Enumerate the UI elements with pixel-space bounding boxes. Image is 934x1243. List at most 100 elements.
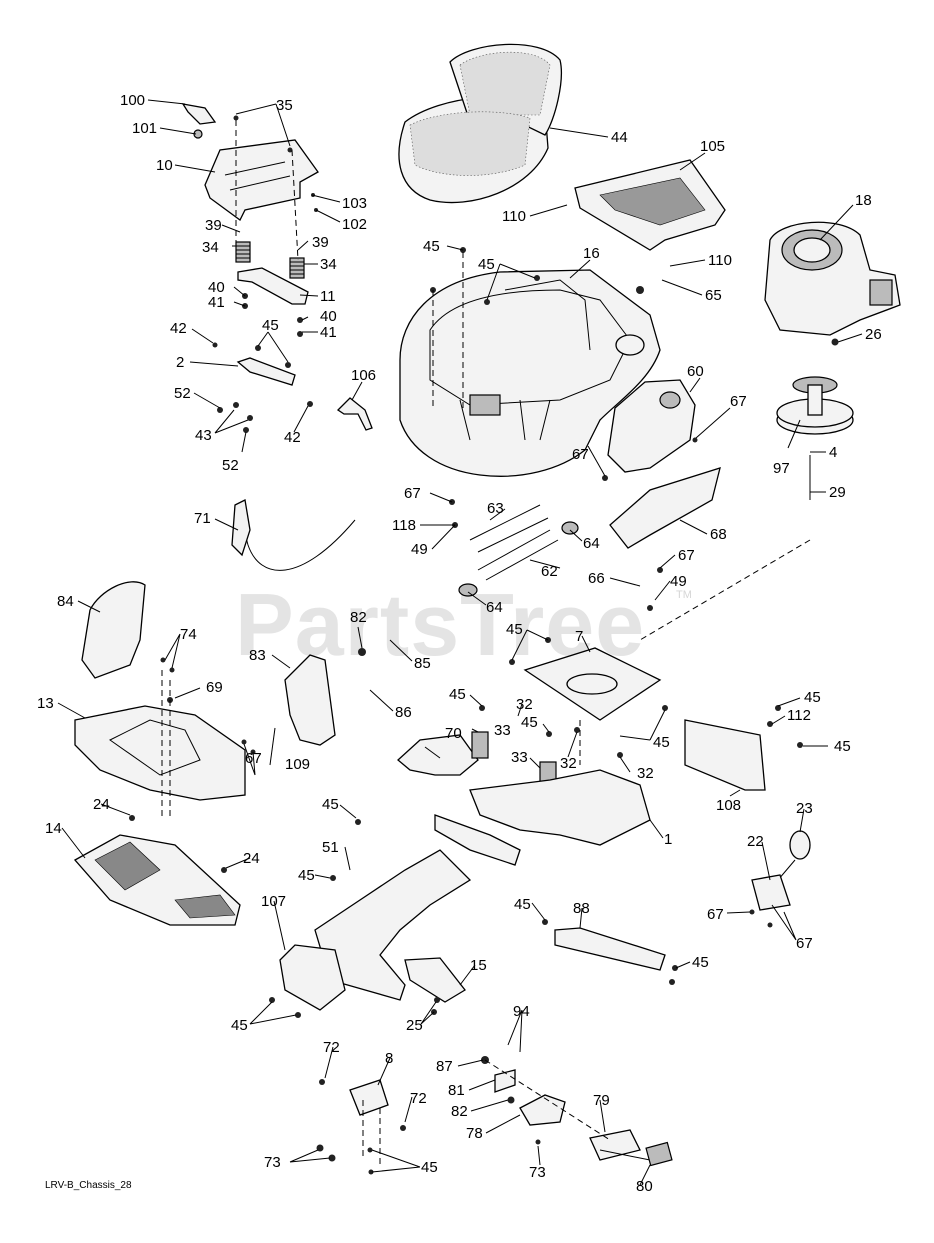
callout-52: 52: [222, 457, 239, 474]
callout-84: 84: [57, 593, 74, 610]
callout-105: 105: [700, 138, 725, 155]
callout-69: 69: [206, 679, 223, 696]
callout-112: 112: [787, 707, 811, 724]
callout-79: 79: [593, 1092, 610, 1109]
callout-45: 45: [262, 317, 279, 334]
callout-45: 45: [423, 238, 440, 255]
callout-86: 86: [395, 704, 412, 721]
bar-88-part: [554, 927, 666, 971]
callout-73: 73: [264, 1154, 281, 1171]
callout-71: 71: [194, 510, 211, 527]
diagram-reference: LRV-B_Chassis_28: [45, 1180, 132, 1191]
callout-81: 81: [448, 1082, 465, 1099]
callout-45: 45: [521, 714, 538, 731]
callout-45: 45: [506, 621, 523, 638]
callout-100: 100: [120, 92, 145, 109]
callout-45: 45: [478, 256, 495, 273]
callout-64: 64: [583, 535, 600, 552]
callout-16: 16: [583, 245, 600, 262]
callout-62: 62: [541, 563, 558, 580]
callout-41: 41: [320, 324, 337, 341]
callout-7: 7: [575, 628, 583, 645]
seat-part: [398, 43, 562, 204]
callout-64: 64: [486, 599, 503, 616]
callout-83: 83: [249, 647, 266, 664]
bracket-11-part: [237, 267, 309, 305]
callout-103: 103: [342, 195, 367, 212]
callout-18: 18: [855, 192, 872, 209]
leader-lines: [57, 99, 863, 1186]
pedal-70-part: [397, 734, 479, 776]
callout-1: 1: [664, 831, 672, 848]
callout-67: 67: [572, 446, 589, 463]
chassis-frame-part: [314, 849, 472, 1001]
callout-29: 29: [829, 484, 846, 501]
callout-72: 72: [410, 1090, 427, 1107]
callout-74: 74: [180, 626, 197, 643]
callout-45: 45: [834, 738, 851, 755]
body-16-part: [399, 269, 661, 477]
callout-66: 66: [588, 570, 605, 587]
seat-pan-part: [204, 139, 319, 221]
callout-32: 32: [560, 755, 577, 772]
callout-65: 65: [705, 287, 722, 304]
callout-82: 82: [451, 1103, 468, 1120]
callout-102: 102: [342, 216, 367, 233]
cable-71-part: [239, 514, 356, 571]
callout-39: 39: [312, 234, 329, 251]
callout-63: 63: [487, 500, 504, 517]
callout-49: 49: [411, 541, 428, 558]
callout-40: 40: [320, 308, 337, 325]
bracket-108-part: [684, 719, 766, 791]
callout-45: 45: [449, 686, 466, 703]
callout-110: 110: [502, 208, 526, 225]
callout-24: 24: [93, 796, 110, 813]
callout-10: 10: [156, 157, 173, 174]
callout-97: 97: [773, 460, 790, 477]
callout-44: 44: [611, 129, 628, 146]
callout-68: 68: [710, 526, 727, 543]
watermark-tm: TM: [676, 589, 692, 601]
hood-13-part: [74, 705, 246, 801]
callout-labels: 100 101 35 10 103 102 39 39 34 34 40 41 …: [37, 92, 882, 1195]
callout-45: 45: [231, 1017, 248, 1034]
callout-32: 32: [516, 696, 533, 713]
callout-67: 67: [404, 485, 421, 502]
callout-34: 34: [320, 256, 337, 273]
cover-68-part: [609, 467, 721, 549]
callout-45: 45: [653, 734, 670, 751]
callout-15: 15: [470, 957, 487, 974]
callout-110: 110: [708, 252, 732, 269]
callout-25: 25: [406, 1017, 423, 1034]
callout-45: 45: [514, 896, 531, 913]
callout-70: 70: [445, 725, 462, 742]
callout-67: 67: [730, 393, 747, 410]
callout-39: 39: [205, 217, 222, 234]
callout-4: 4: [829, 444, 837, 461]
pulley-97-part: [776, 376, 854, 500]
callout-52: 52: [174, 385, 191, 402]
callout-23: 23: [796, 800, 813, 817]
callout-24: 24: [243, 850, 260, 867]
callout-2: 2: [176, 354, 184, 371]
callout-32: 32: [637, 765, 654, 782]
callout-67: 67: [796, 935, 813, 952]
callout-109: 109: [285, 756, 310, 773]
callout-13: 13: [37, 695, 54, 712]
callout-108: 108: [716, 797, 741, 814]
callout-87: 87: [436, 1058, 453, 1075]
callout-22: 22: [747, 833, 764, 850]
callout-85: 85: [414, 655, 431, 672]
bracket-100-part: [181, 103, 217, 125]
hardware-fasteners: [129, 115, 839, 1175]
callout-67: 67: [245, 750, 262, 767]
callout-14: 14: [45, 820, 62, 837]
callout-34: 34: [202, 239, 219, 256]
callout-107: 107: [261, 893, 286, 910]
callout-43: 43: [195, 427, 212, 444]
callout-72: 72: [323, 1039, 340, 1056]
callout-45: 45: [298, 867, 315, 884]
mount-83-part: [284, 654, 336, 746]
callout-82: 82: [350, 609, 367, 626]
